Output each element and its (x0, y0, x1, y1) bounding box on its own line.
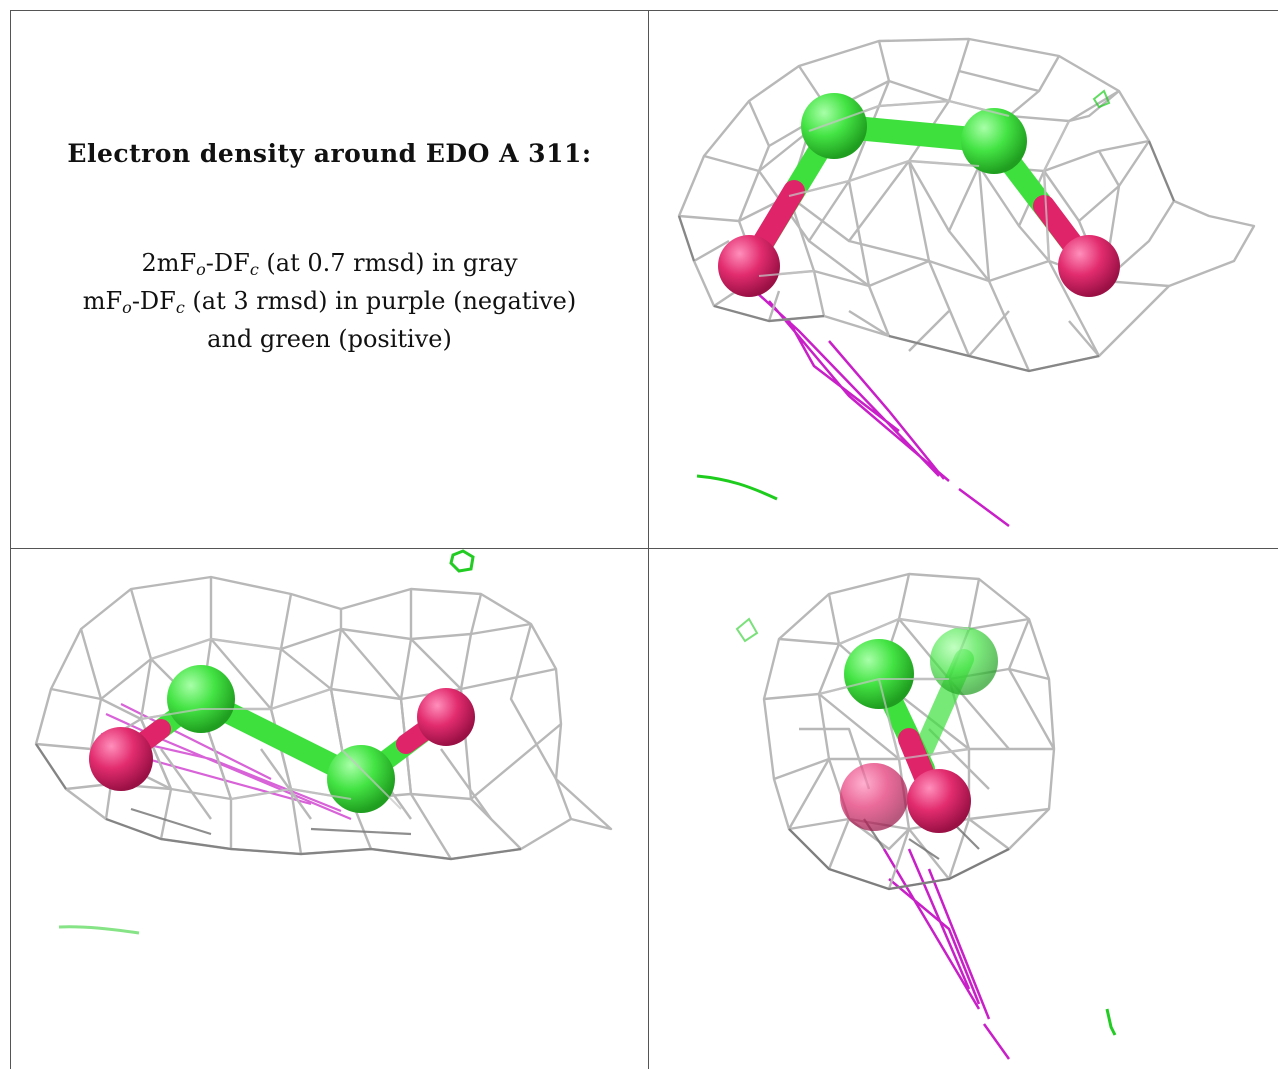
oxygen-atom-front (907, 769, 971, 833)
oxygen-atom-1 (718, 235, 780, 297)
oxygen-atom-2 (417, 688, 475, 746)
view-bottom-left (11, 549, 648, 1069)
carbon-atom-2 (961, 108, 1027, 174)
mesh-2mfo-bottom-left (34, 575, 613, 861)
edo-molecule-top-right (718, 93, 1120, 297)
mesh-overlay-bottom-left (140, 637, 402, 810)
carbon-atom-1 (801, 93, 867, 159)
carbon-atom-2 (327, 745, 395, 813)
legend-line-green: and green (positive) (207, 325, 452, 353)
grid-border-top (10, 10, 1278, 11)
carbon-atom-back (930, 627, 998, 695)
view-bottom-right (649, 549, 1278, 1069)
mesh-2mfo-top-right (677, 37, 1256, 373)
green-positive-density-bl (58, 549, 475, 935)
purple-negative-density-br (882, 848, 1011, 1060)
density-render-top-right (677, 37, 1256, 528)
green-positive-density (696, 89, 1111, 501)
mesh-shadow-bottom-left (35, 743, 522, 861)
oxygen-atom-1 (89, 727, 153, 791)
caption-title: Electron density around EDO A 311: (67, 139, 592, 168)
density-render-bottom-left (34, 549, 613, 935)
oxygen-atom-2 (1058, 235, 1120, 297)
oxygen-atom-back (840, 763, 908, 831)
carbon-atom-1 (167, 665, 235, 733)
grid-divider-horizontal (10, 548, 1278, 549)
mesh-overlay-top-right (758, 99, 1070, 277)
mesh-shadow-bottom-right (788, 818, 1010, 891)
density-render-bottom-right (735, 572, 1117, 1060)
legend-line-2mfo: 2mFo-DFc (at 0.7 rmsd) in gray (141, 249, 518, 279)
grid-border-left (10, 10, 11, 1069)
carbon-atom-front (844, 639, 914, 709)
edo-molecule-bottom-left (89, 665, 475, 813)
caption-cell: Electron density around EDO A 311: 2mFo-… (11, 11, 648, 548)
edo-molecule-bottom-right (840, 627, 998, 833)
green-positive-density-br (735, 617, 1117, 1036)
legend-line-mfo: mFo-DFc (at 3 rmsd) in purple (negative) (82, 287, 577, 317)
purple-negative-density (743, 280, 1010, 528)
mesh-overlay-bottom-right (818, 617, 970, 760)
caption-legend: 2mFo-DFc (at 0.7 rmsd) in gray mFo-DFc (… (83, 244, 577, 358)
mesh-shadow-top-right (677, 140, 1176, 373)
view-top-right (649, 11, 1278, 548)
grid-divider-vertical (648, 10, 649, 1069)
